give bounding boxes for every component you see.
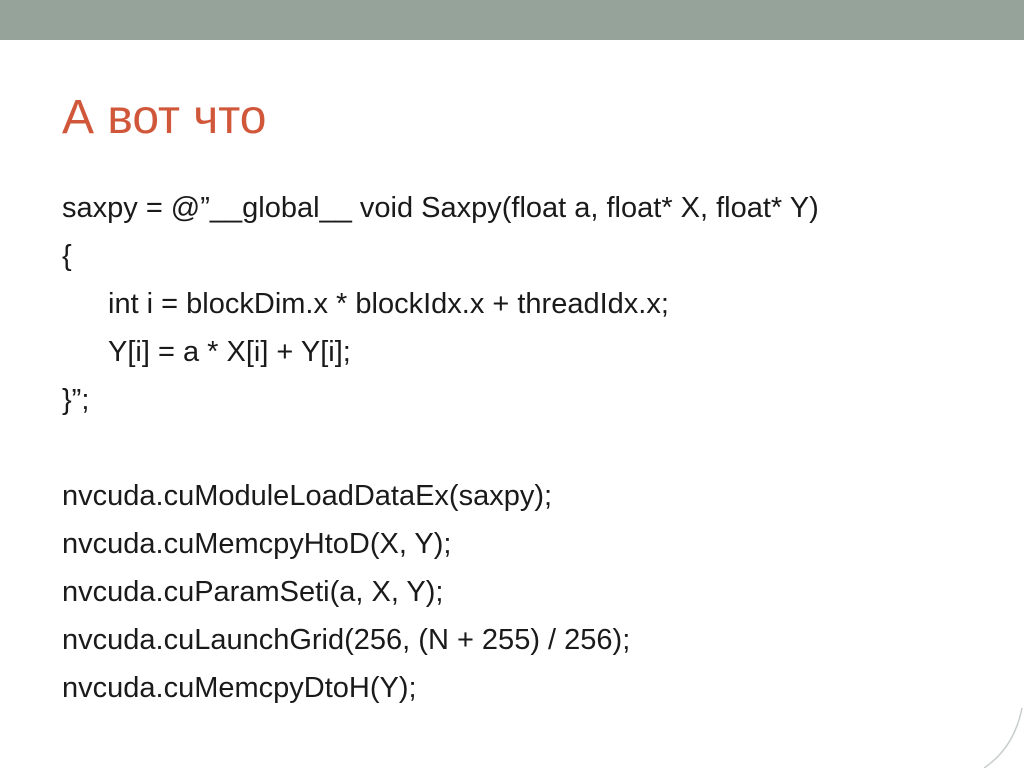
code-line-7: nvcuda.cuMemcpyHtoD(X, Y); <box>62 528 452 560</box>
code-line-10: nvcuda.cuMemcpyDtoH(Y); <box>62 672 417 704</box>
code-line-5: }”; <box>62 384 90 416</box>
code-line-2: { <box>62 240 72 272</box>
slide-body: saxpy = @”__global__ void Saxpy(float a,… <box>62 184 1002 712</box>
corner-decoration <box>984 708 1023 768</box>
slide-title: А вот что <box>62 91 267 144</box>
top-band <box>0 0 1024 40</box>
code-line-3: int i = blockDim.x * blockIdx.x + thread… <box>108 288 669 320</box>
code-line-8: nvcuda.cuParamSeti(a, X, Y); <box>62 576 444 608</box>
code-line-4: Y[i] = a * X[i] + Y[i]; <box>108 336 351 368</box>
code-line-1: saxpy = @”__global__ void Saxpy(float a,… <box>62 192 819 224</box>
code-line-6: nvcuda.cuModuleLoadDataEx(saxpy); <box>62 480 553 512</box>
code-line-9: nvcuda.cuLaunchGrid(256, (N + 255) / 256… <box>62 624 631 656</box>
blank-line <box>62 424 1002 472</box>
